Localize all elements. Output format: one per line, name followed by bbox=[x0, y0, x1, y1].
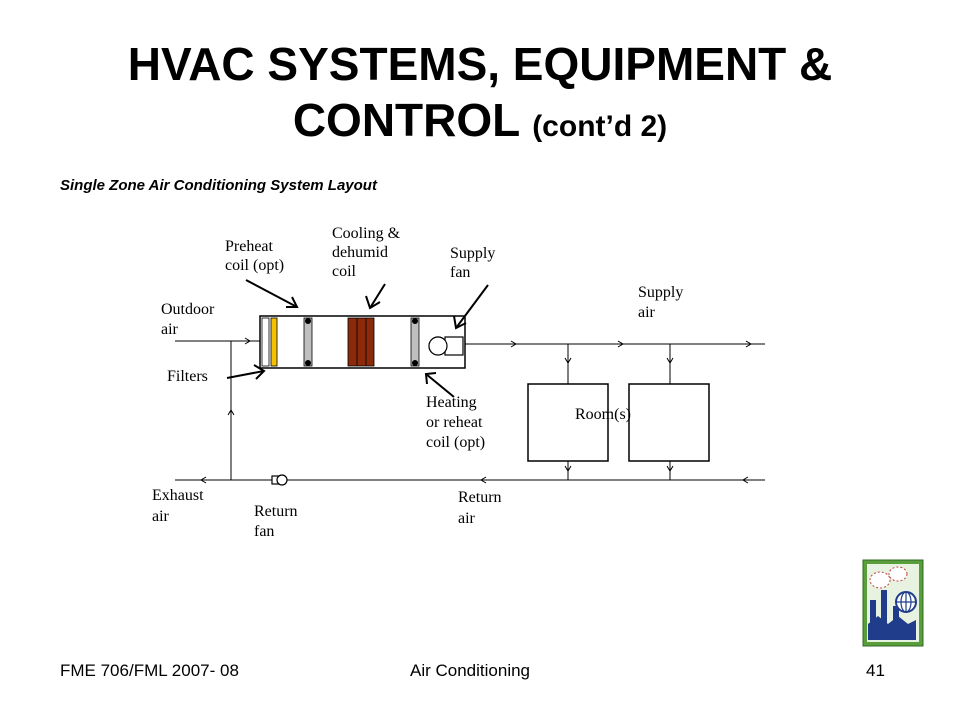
return-fan-icon bbox=[271, 474, 288, 486]
title-line-2: CONTROL (cont’d 2) bbox=[60, 92, 900, 155]
flow-arrows bbox=[200, 337, 752, 484]
filter-dot bbox=[305, 318, 311, 324]
room-box bbox=[527, 383, 609, 462]
label-heating-coil: Heating or reheat coil (opt) bbox=[426, 394, 486, 451]
label-supply-air: Supply air bbox=[638, 284, 687, 321]
label-cooling-coil: Cooling & dehumid coil bbox=[332, 225, 404, 280]
label-outdoor-air: Outdoor air bbox=[161, 301, 218, 338]
room-box bbox=[628, 383, 710, 462]
pointer-arrows bbox=[226, 279, 489, 398]
air-handling-unit bbox=[259, 315, 466, 369]
filter-dot bbox=[305, 360, 311, 366]
label-supply-fan: Supply fan bbox=[450, 245, 499, 281]
filter-element bbox=[303, 317, 313, 367]
coil-dot bbox=[412, 360, 418, 366]
supply-fan-icon bbox=[428, 336, 464, 356]
footer-topic: Air Conditioning bbox=[410, 661, 531, 680]
label-return-fan: Return fan bbox=[254, 503, 302, 540]
preheat-coil bbox=[270, 317, 278, 367]
slide-title: HVAC SYSTEMS, EQUIPMENT & CONTROL (cont’… bbox=[60, 36, 900, 155]
rooms-label: Room(s) bbox=[575, 406, 631, 423]
title-main: CONTROL bbox=[292, 94, 520, 146]
title-line-1: HVAC SYSTEMS, EQUIPMENT & bbox=[127, 38, 833, 90]
label-return-air: Return air bbox=[458, 489, 506, 527]
label-filters: Filters bbox=[167, 368, 208, 385]
coil-dot bbox=[412, 318, 418, 324]
factory-logo bbox=[862, 559, 924, 647]
cooling-coil bbox=[347, 317, 375, 367]
footer-course: FME 706/FML 2007- 08 bbox=[60, 661, 239, 680]
label-preheat: Preheat coil (opt) bbox=[225, 238, 284, 274]
page-number: 41 bbox=[866, 661, 885, 680]
filter-element bbox=[261, 317, 270, 367]
label-exhaust-air: Exhaust air bbox=[152, 487, 208, 525]
title-suffix: (cont’d 2) bbox=[532, 110, 668, 143]
heating-coil bbox=[410, 317, 420, 367]
diagram-subtitle: Single Zone Air Conditioning System Layo… bbox=[60, 177, 377, 194]
rooms: Room(s) bbox=[527, 383, 710, 462]
